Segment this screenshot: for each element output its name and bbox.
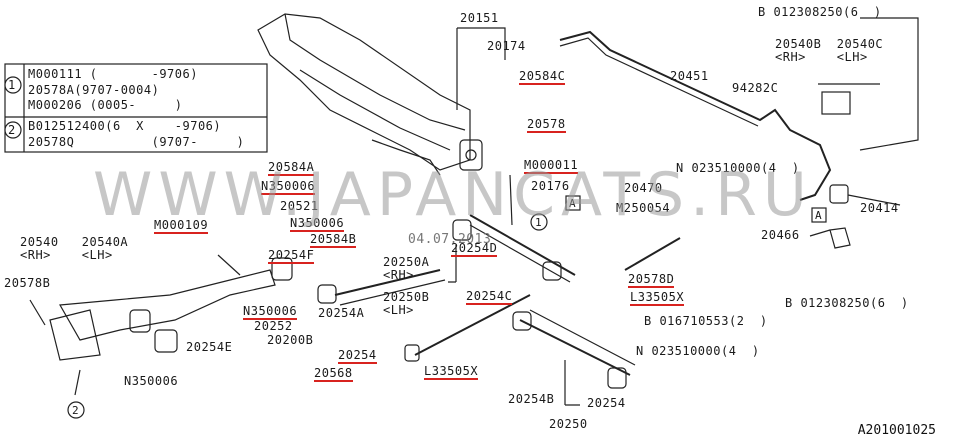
part-label-20521[interactable]: 20521 bbox=[280, 199, 319, 213]
part-label-20254a[interactable]: 20254A bbox=[318, 306, 365, 320]
part-label-20451[interactable]: 20451 bbox=[670, 69, 709, 83]
legend-row-2-line-2: 20578Q (9707- ) bbox=[28, 135, 245, 149]
link-rod-upper bbox=[469, 214, 576, 276]
part-label-20252[interactable]: 20252 bbox=[254, 319, 293, 333]
legend-row-2-number: 2 bbox=[8, 123, 16, 137]
callout-1: 1 bbox=[535, 216, 543, 229]
crossmember bbox=[257, 13, 471, 171]
part-label-20151[interactable]: 20151 bbox=[460, 11, 499, 25]
part-label-n350006-b[interactable]: N350006 bbox=[290, 216, 345, 232]
part-label-20254b[interactable]: 20254B bbox=[508, 392, 555, 406]
diagram-code: A201001025 bbox=[857, 423, 936, 438]
part-label-20174[interactable]: 20174 bbox=[487, 39, 526, 53]
part-label-94282c[interactable]: 94282C bbox=[732, 81, 779, 95]
diagram-code-bar: A201001025 bbox=[580, 420, 960, 441]
print-date: 04.07.2013 bbox=[408, 232, 492, 247]
part-label-l33505x-bottom[interactable]: L33505X bbox=[424, 364, 479, 380]
part-label-20466[interactable]: 20466 bbox=[761, 228, 800, 242]
part-label-20250b[interactable]: 20250B <LH> bbox=[383, 290, 430, 317]
part-label-20254f[interactable]: 20254F bbox=[268, 248, 315, 264]
legend-row-1-number: 1 bbox=[8, 78, 16, 92]
callout-a-left: A bbox=[569, 197, 577, 210]
part-label-20200b[interactable]: 20200B bbox=[267, 333, 314, 347]
link-rod-lower bbox=[519, 319, 631, 376]
part-label-20254[interactable]: 20254 bbox=[338, 348, 377, 364]
part-label-20250a[interactable]: 20250A <RH> bbox=[383, 255, 430, 282]
part-label-20584c[interactable]: 20584C bbox=[519, 69, 566, 85]
part-label-20540b-20540c[interactable]: 20540B 20540C <RH> <LH> bbox=[775, 37, 884, 64]
part-label-b012308250-top[interactable]: B 012308250(6 ) bbox=[758, 5, 882, 19]
part-label-20414[interactable]: 20414 bbox=[860, 201, 899, 215]
part-label-20578b[interactable]: 20578B bbox=[4, 276, 51, 290]
part-label-n023510000-bottom[interactable]: N 023510000(4 ) bbox=[636, 344, 760, 358]
part-label-m000109[interactable]: M000109 bbox=[154, 218, 209, 234]
part-label-20176[interactable]: 20176 bbox=[531, 179, 570, 193]
sway-bar bbox=[559, 30, 832, 201]
legend-row-1-line-2: 20578A(9707-0004) bbox=[28, 83, 160, 97]
watermark: WWW.JAPANCATS.RU bbox=[93, 160, 813, 230]
part-label-20254c[interactable]: 20254C bbox=[466, 289, 513, 305]
legend-row-1-line-3: M000206 (0005- ) bbox=[28, 98, 183, 112]
part-label-n350006-c[interactable]: N350006 bbox=[243, 304, 298, 320]
legend-row-1-line-1: M000111 ( -9706) bbox=[28, 67, 198, 81]
part-label-20578d[interactable]: 20578D bbox=[628, 272, 675, 288]
part-label-20254-bottom[interactable]: 20254 bbox=[587, 396, 626, 410]
part-label-20540-20540a[interactable]: 20540 20540A <RH> <LH> bbox=[20, 235, 129, 262]
sway-bar-bracket bbox=[821, 91, 851, 115]
trailing-arm bbox=[59, 269, 276, 341]
part-label-n023510000-top[interactable]: N 023510000(4 ) bbox=[676, 161, 800, 175]
part-label-n350006-d[interactable]: N350006 bbox=[124, 374, 179, 388]
part-label-20470[interactable]: 20470 bbox=[624, 181, 663, 195]
part-label-n350006-a[interactable]: N350006 bbox=[261, 179, 316, 195]
part-label-20254e[interactable]: 20254E bbox=[186, 340, 233, 354]
part-label-20254d[interactable]: 20254D bbox=[451, 241, 498, 257]
part-label-l33505x-right[interactable]: L33505X bbox=[630, 290, 685, 306]
part-label-20568[interactable]: 20568 bbox=[314, 366, 353, 382]
part-label-20578[interactable]: 20578 bbox=[527, 117, 566, 133]
legend-row-2-line-1: B012512400(6 X -9706) bbox=[28, 119, 222, 133]
part-label-b012308250-bottom[interactable]: B 012308250(6 ) bbox=[785, 296, 909, 310]
part-label-20250[interactable]: 20250 bbox=[549, 417, 588, 431]
part-label-m250054[interactable]: M250054 bbox=[616, 201, 671, 215]
part-label-20584b[interactable]: 20584B bbox=[310, 232, 357, 248]
part-label-m000011[interactable]: M000011 bbox=[524, 158, 579, 174]
part-label-b016710553[interactable]: B 016710553(2 ) bbox=[644, 314, 768, 328]
part-label-20584a[interactable]: 20584A bbox=[268, 160, 315, 176]
callout-2: 2 bbox=[72, 404, 80, 417]
callout-a-right: A bbox=[815, 209, 823, 222]
legend-box bbox=[4, 63, 268, 153]
